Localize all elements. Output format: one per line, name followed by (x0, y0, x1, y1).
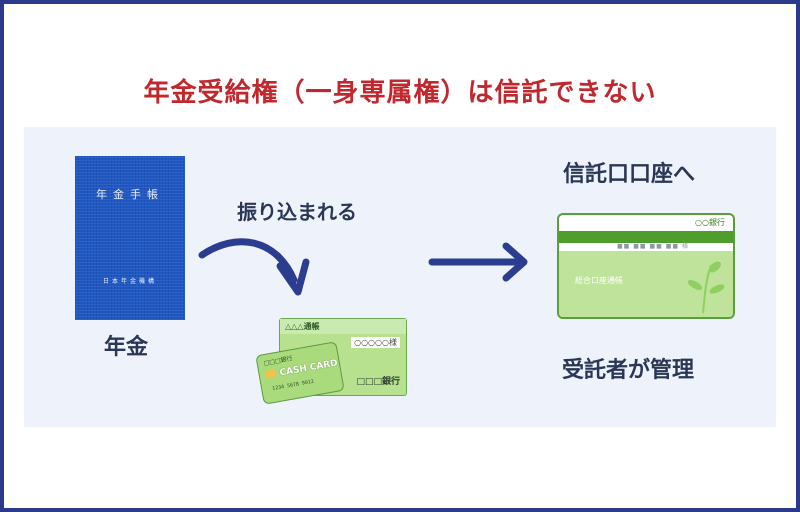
leaf-icon (687, 261, 725, 314)
bankbook-label: △△△通帳 (285, 322, 320, 331)
cash-card-bank: □□□銀行 (263, 355, 294, 368)
bankbook-name: ○○○○○様 (351, 337, 400, 348)
passbook-name: 総合口座通帳 (575, 276, 623, 285)
pension-label: 年金 (104, 335, 149, 360)
chip-icon (265, 369, 277, 379)
passbook-bank: ○○銀行 (695, 218, 725, 227)
cash-card-number: 1234 5678 9012 (271, 378, 315, 392)
trustee-caption: 受託者が管理 (562, 358, 695, 383)
passbook-fields: ■■ ■■ ■■ ■■ 様 (617, 243, 689, 250)
bankbook-header (280, 319, 406, 334)
pension-book-title: 年金手帳 (96, 188, 164, 201)
pension-book-issuer: 日本年金機構 (102, 278, 157, 285)
pension-book: 年金手帳 日本年金機構 (75, 156, 185, 320)
page-title: 年金受給権（一身専属権）は信託できない (143, 78, 657, 108)
bankbook-bank: □□□銀行 (356, 377, 400, 387)
arrow-right-icon (428, 242, 528, 282)
transfer-label: 振り込まれる (237, 200, 357, 224)
trust-heading: 信託口口座へ (563, 162, 696, 187)
passbook-stripe (559, 231, 733, 243)
curved-arrow-icon (198, 238, 310, 296)
trust-passbook: ○○銀行 ■■ ■■ ■■ ■■ 様 総合口座通帳 (557, 213, 735, 319)
passbook-body: 総合口座通帳 (559, 251, 733, 317)
